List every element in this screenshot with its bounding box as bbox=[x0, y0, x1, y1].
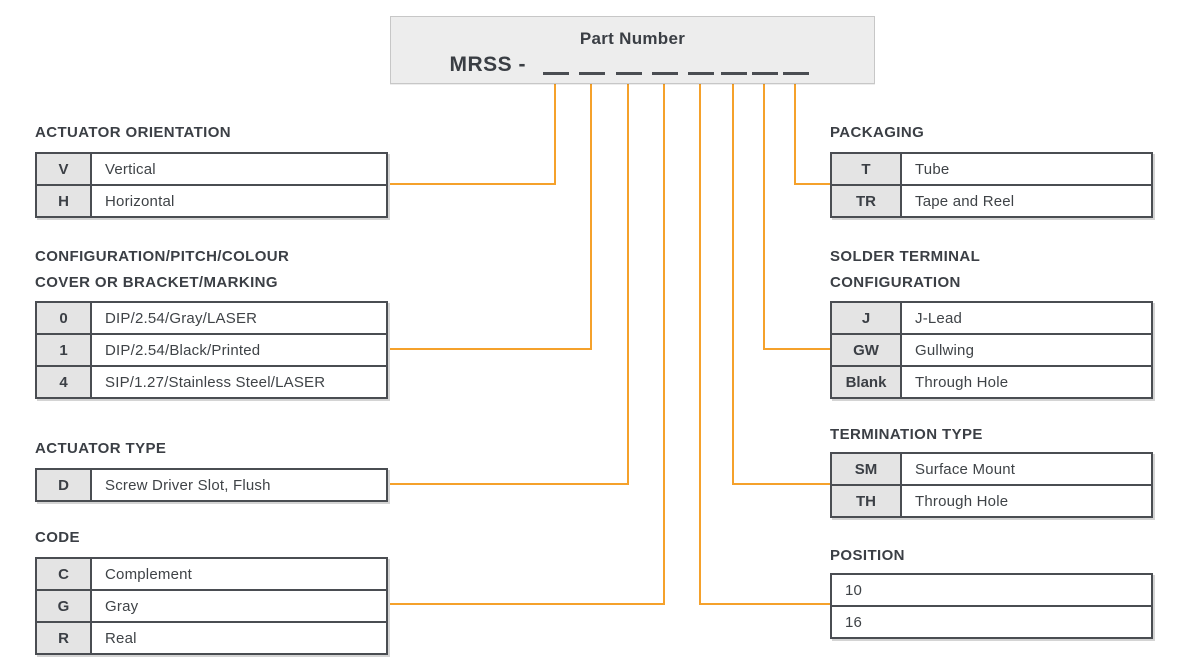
placeholder-dash-3 bbox=[616, 72, 642, 75]
table-solder-terminal: J J-Lead GW Gullwing Blank Through Hole bbox=[830, 301, 1153, 399]
table-row: 10 bbox=[832, 575, 1151, 605]
table-row: H Horizontal bbox=[37, 184, 386, 216]
part-number-box: Part Number MRSS - bbox=[390, 16, 875, 84]
option-code: R bbox=[37, 623, 92, 653]
placeholder-dash-7 bbox=[752, 72, 778, 75]
option-label: 10 bbox=[845, 581, 863, 599]
option-label: Through Hole bbox=[915, 373, 1009, 391]
option-label: SIP/1.27/Stainless Steel/LASER bbox=[105, 373, 326, 391]
heading-actuator-type: ACTUATOR TYPE bbox=[35, 440, 167, 457]
heading-solder-terminal: SOLDER TERMINAL CONFIGURATION bbox=[830, 244, 980, 296]
option-label: DIP/2.54/Gray/LASER bbox=[105, 309, 258, 327]
connector-configuration bbox=[388, 84, 592, 350]
option-label: Horizontal bbox=[105, 192, 175, 210]
table-row: TH Through Hole bbox=[832, 484, 1151, 516]
placeholder-dash-2 bbox=[579, 72, 605, 75]
option-code: TH bbox=[832, 486, 902, 516]
placeholder-dash-4 bbox=[652, 72, 678, 75]
option-label: 16 bbox=[845, 613, 863, 631]
table-actuator-type: D Screw Driver Slot, Flush bbox=[35, 468, 388, 502]
option-code: 4 bbox=[37, 367, 92, 397]
placeholder-dash-5 bbox=[688, 72, 714, 75]
table-row: 1 DIP/2.54/Black/Printed bbox=[37, 333, 386, 365]
heading-configuration: CONFIGURATION/PITCH/COLOUR COVER OR BRAC… bbox=[35, 244, 289, 296]
option-label: Gray bbox=[105, 597, 139, 615]
placeholder-dash-1 bbox=[543, 72, 569, 75]
connector-position bbox=[699, 84, 830, 605]
option-code: C bbox=[37, 559, 92, 589]
heading-code: CODE bbox=[35, 529, 80, 546]
heading-termination-type: TERMINATION TYPE bbox=[830, 426, 983, 443]
connector-solder-terminal bbox=[763, 84, 830, 350]
table-row: 4 SIP/1.27/Stainless Steel/LASER bbox=[37, 365, 386, 397]
table-row: D Screw Driver Slot, Flush bbox=[37, 470, 386, 500]
table-row: 0 DIP/2.54/Gray/LASER bbox=[37, 303, 386, 333]
heading-configuration-line2: COVER OR BRACKET/MARKING bbox=[35, 274, 278, 291]
option-label: Tube bbox=[915, 160, 950, 178]
table-code: C Complement G Gray R Real bbox=[35, 557, 388, 655]
placeholder-dash-8 bbox=[783, 72, 809, 75]
option-label: Screw Driver Slot, Flush bbox=[105, 476, 271, 494]
table-termination-type: SM Surface Mount TH Through Hole bbox=[830, 452, 1153, 518]
option-code: D bbox=[37, 470, 92, 500]
table-row: V Vertical bbox=[37, 154, 386, 184]
option-label: Real bbox=[105, 629, 137, 647]
table-packaging: T Tube TR Tape and Reel bbox=[830, 152, 1153, 218]
table-row: GW Gullwing bbox=[832, 333, 1151, 365]
option-code: 0 bbox=[37, 303, 92, 333]
placeholder-dash-6 bbox=[721, 72, 747, 75]
option-code: T bbox=[832, 154, 902, 184]
option-code: SM bbox=[832, 454, 902, 484]
option-label: Tape and Reel bbox=[915, 192, 1015, 210]
connector-packaging bbox=[794, 84, 830, 185]
table-row: T Tube bbox=[832, 154, 1151, 184]
option-label: Gullwing bbox=[915, 341, 975, 359]
heading-solder-terminal-line1: SOLDER TERMINAL bbox=[830, 248, 981, 265]
table-actuator-orientation: V Vertical H Horizontal bbox=[35, 152, 388, 218]
option-label: Surface Mount bbox=[915, 460, 1016, 478]
option-label: Complement bbox=[105, 565, 193, 583]
table-row: C Complement bbox=[37, 559, 386, 589]
table-row: Blank Through Hole bbox=[832, 365, 1151, 397]
table-position: 10 16 bbox=[830, 573, 1153, 639]
option-code: TR bbox=[832, 186, 902, 216]
option-code: G bbox=[37, 591, 92, 621]
heading-position: POSITION bbox=[830, 547, 905, 564]
connector-code bbox=[388, 84, 665, 605]
option-code: J bbox=[832, 303, 902, 333]
heading-solder-terminal-line2: CONFIGURATION bbox=[830, 274, 961, 291]
connector-actuator-type bbox=[388, 84, 629, 485]
option-label: Vertical bbox=[105, 160, 156, 178]
option-code: 1 bbox=[37, 335, 92, 365]
connector-termination-type bbox=[732, 84, 830, 485]
table-row: TR Tape and Reel bbox=[832, 184, 1151, 216]
table-row: R Real bbox=[37, 621, 386, 653]
option-code: H bbox=[37, 186, 92, 216]
option-label: Through Hole bbox=[915, 492, 1009, 510]
option-code: V bbox=[37, 154, 92, 184]
option-label: DIP/2.54/Black/Printed bbox=[105, 341, 261, 359]
option-code: GW bbox=[832, 335, 902, 365]
heading-packaging: PACKAGING bbox=[830, 124, 925, 141]
part-number-title: Part Number bbox=[579, 29, 686, 48]
heading-configuration-line1: CONFIGURATION/PITCH/COLOUR bbox=[35, 248, 290, 265]
table-row: 16 bbox=[832, 605, 1151, 637]
option-code: Blank bbox=[832, 367, 902, 397]
heading-actuator-orientation: ACTUATOR ORIENTATION bbox=[35, 124, 232, 141]
part-number-prefix: MRSS - bbox=[449, 53, 526, 76]
connector-actuator-orientation bbox=[388, 84, 556, 185]
table-row: G Gray bbox=[37, 589, 386, 621]
table-row: J J-Lead bbox=[832, 303, 1151, 333]
option-label: J-Lead bbox=[915, 309, 963, 327]
table-row: SM Surface Mount bbox=[832, 454, 1151, 484]
table-configuration: 0 DIP/2.54/Gray/LASER 1 DIP/2.54/Black/P… bbox=[35, 301, 388, 399]
